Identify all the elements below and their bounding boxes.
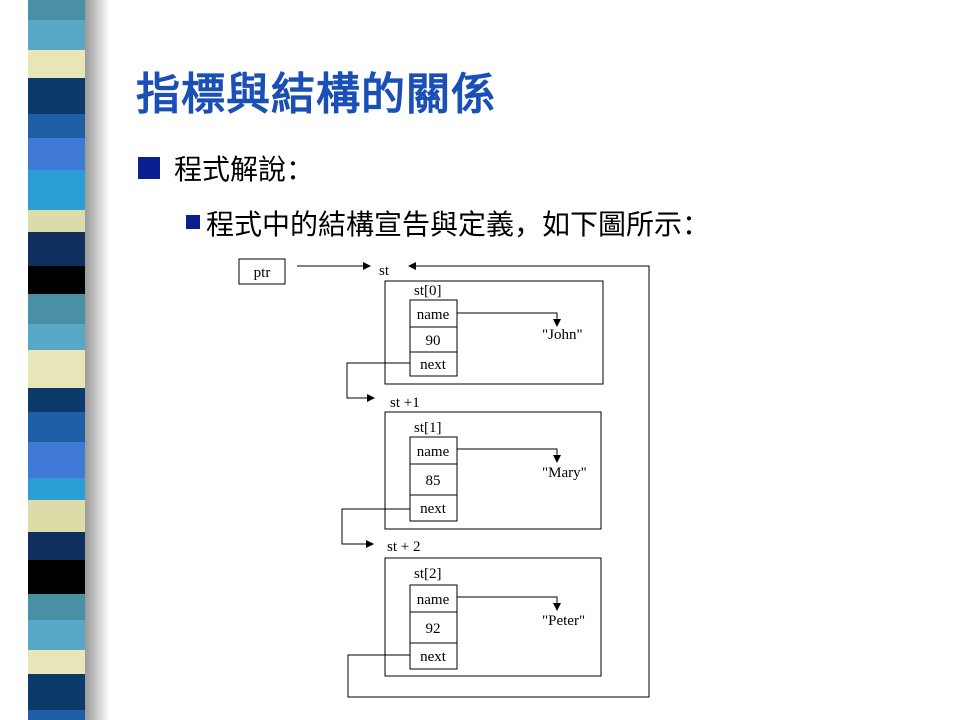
offset-label-1: st +1 bbox=[390, 395, 420, 411]
bullet-level-2: 程式中的結構宣告與定義，如下圖所示： bbox=[186, 203, 710, 243]
node-2-name-arrow bbox=[457, 596, 561, 611]
node-box-2 bbox=[384, 557, 602, 677]
stripe-block bbox=[28, 500, 85, 532]
stripe-block bbox=[28, 20, 85, 50]
node-2-value: 92 bbox=[426, 621, 441, 637]
node-1-name-arrow bbox=[457, 448, 561, 463]
stripe-block bbox=[28, 210, 85, 232]
node-1-next-cell bbox=[409, 494, 458, 522]
node-2-header: st[2] bbox=[414, 566, 442, 582]
offset-label-2: st + 2 bbox=[387, 539, 420, 555]
stripe-block bbox=[28, 114, 85, 138]
node-1-value: 85 bbox=[426, 473, 441, 489]
node-0-next-cell bbox=[409, 351, 458, 377]
node-1-name-label: name bbox=[417, 444, 450, 460]
node-0-header: st[0] bbox=[414, 283, 442, 299]
node-1-string: "Mary" bbox=[542, 465, 587, 481]
node-0-value-cell bbox=[409, 326, 458, 353]
stripe-block bbox=[28, 560, 85, 594]
stripe-block bbox=[28, 532, 85, 560]
stripe-block bbox=[28, 0, 85, 20]
node-1-name-cell bbox=[409, 436, 458, 465]
stripe-block bbox=[28, 478, 85, 500]
stripe-block bbox=[28, 294, 85, 324]
node-2-value-cell bbox=[409, 611, 458, 644]
node-2-next-cell bbox=[409, 642, 458, 670]
next-link-arrow-0 bbox=[346, 362, 410, 402]
node-box-1 bbox=[384, 411, 602, 530]
stripe-block bbox=[28, 324, 85, 350]
stripe-block bbox=[28, 232, 85, 266]
bullet-square-icon bbox=[186, 215, 200, 229]
stripe-block bbox=[28, 620, 85, 650]
node-0-string: "John" bbox=[542, 327, 583, 343]
bullet-1-text: 程式解說： bbox=[174, 153, 315, 186]
next-link-arrow-1 bbox=[341, 508, 410, 548]
stripe-block bbox=[28, 442, 85, 478]
node-0-next-label: next bbox=[420, 357, 447, 373]
node-0-name-arrow bbox=[457, 312, 561, 327]
node-2-name-label: name bbox=[417, 592, 450, 608]
ptr-box bbox=[238, 258, 286, 285]
node-0-name-cell bbox=[409, 299, 458, 328]
stripe-block bbox=[28, 674, 85, 710]
wraparound-link-arrow bbox=[347, 262, 650, 698]
bullet-2-text: 程式中的結構宣告與定義，如下圖所示： bbox=[206, 208, 711, 241]
ptr-label: ptr bbox=[254, 265, 271, 281]
decorative-side-stripe bbox=[0, 0, 110, 720]
bullet-level-1: 程式解說： bbox=[138, 148, 314, 188]
stripe-block bbox=[28, 350, 85, 388]
stripe-block bbox=[28, 388, 85, 412]
node-1-value-cell bbox=[409, 463, 458, 496]
st-label: st bbox=[379, 263, 390, 279]
node-2-string: "Peter" bbox=[542, 613, 585, 629]
bullet-square-icon bbox=[138, 157, 160, 179]
node-0-name-label: name bbox=[417, 307, 450, 323]
stripe-block bbox=[28, 78, 85, 114]
node-box-0 bbox=[384, 280, 604, 385]
node-2-next-label: next bbox=[420, 649, 447, 665]
stripe-block bbox=[28, 594, 85, 620]
node-0-value: 90 bbox=[426, 333, 441, 349]
node-1-header: st[1] bbox=[414, 420, 442, 436]
node-2-name-cell bbox=[409, 584, 458, 613]
stripe-block bbox=[28, 50, 85, 78]
stripe-block bbox=[28, 710, 85, 720]
stripe-block bbox=[28, 412, 85, 442]
stripe-block bbox=[28, 266, 85, 294]
stripe-block bbox=[28, 170, 85, 210]
slide-title: 指標與結構的關係 bbox=[136, 69, 496, 120]
stripe-block bbox=[28, 650, 85, 674]
stripe-block bbox=[28, 138, 85, 170]
node-1-next-label: next bbox=[420, 501, 447, 517]
